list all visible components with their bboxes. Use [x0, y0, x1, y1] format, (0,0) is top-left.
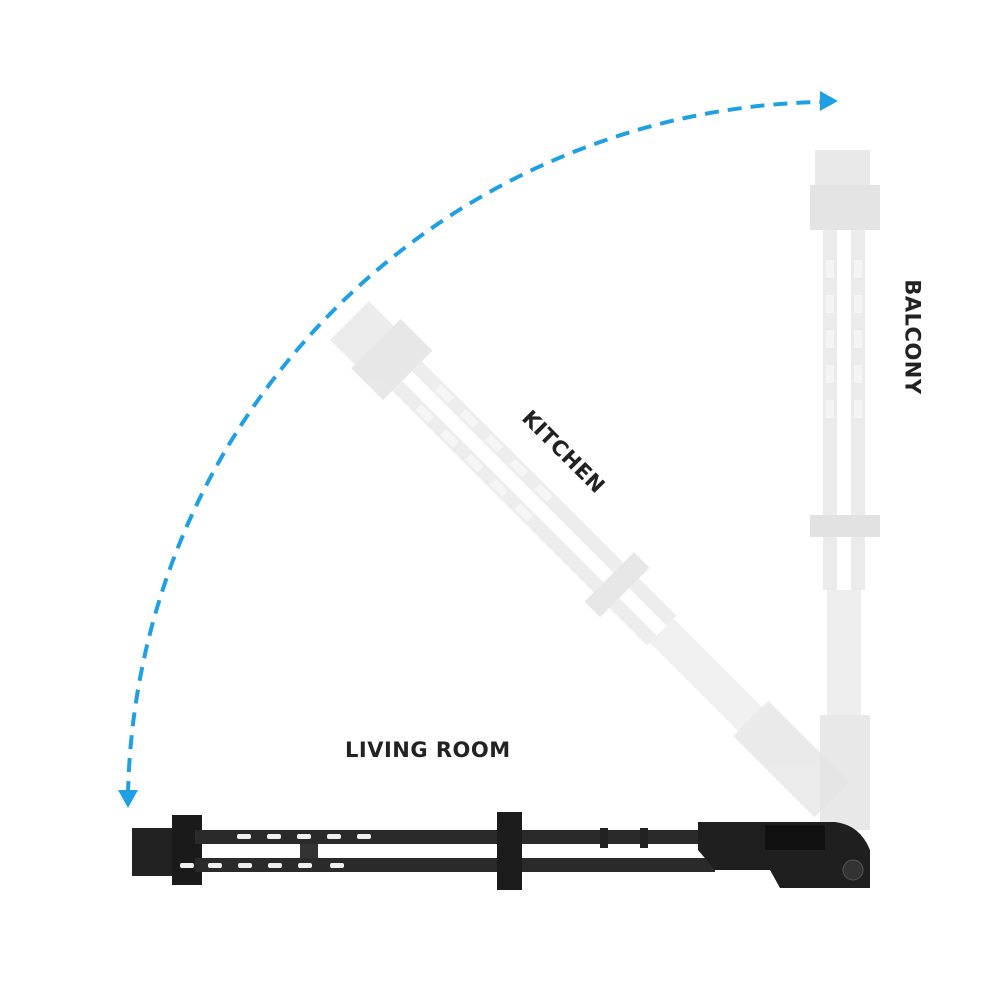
living-room-mount — [132, 812, 870, 890]
rotation-arc-arrow — [126, 100, 823, 796]
arrowhead-right-icon — [820, 91, 838, 111]
arrowhead-down-icon — [118, 790, 138, 808]
living-room-label: LIVING ROOM — [345, 738, 511, 762]
balcony-label: BALCONY — [900, 279, 925, 395]
balcony-mount-ghost — [810, 150, 880, 830]
